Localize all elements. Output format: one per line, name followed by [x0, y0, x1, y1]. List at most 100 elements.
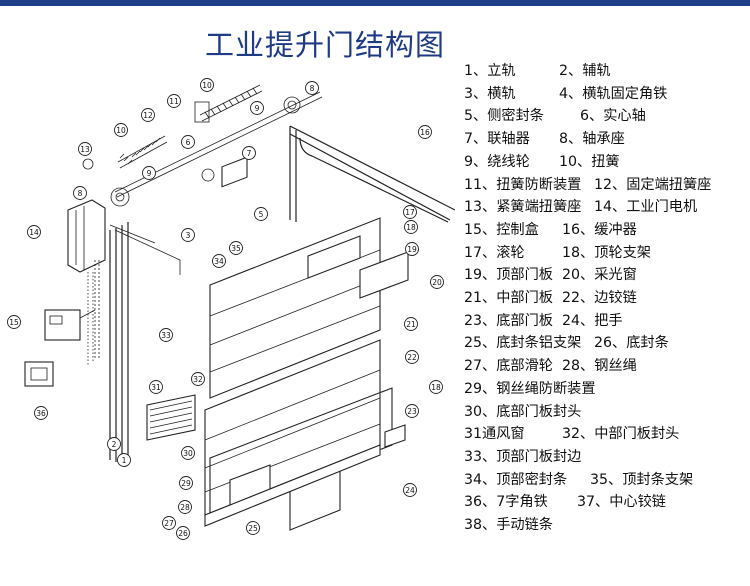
callout-circle: [181, 446, 195, 460]
callout-circle: [107, 437, 121, 451]
legend-item: 19、顶部门板: [464, 267, 553, 284]
legend-item: 12、固定端扭簧座: [594, 176, 712, 193]
legend-item: 11、扭簧防断装置: [464, 176, 582, 193]
legend-item: 35、顶封条支架: [590, 471, 694, 488]
callout-label: 22: [407, 353, 417, 362]
callout-label: 2: [112, 440, 117, 449]
top-banner-bar: [0, 0, 750, 6]
legend-item: 10、扭簧: [559, 153, 620, 170]
callout-label: 32: [193, 375, 203, 384]
callout-circle: [404, 220, 418, 234]
callout-label: 20: [432, 278, 442, 287]
callout-circle: [117, 453, 131, 467]
legend-item: 29、钢丝绳防断装置: [464, 380, 596, 397]
legend-item: 6、实心轴: [580, 108, 646, 125]
legend-item: 4、横轨固定角铁: [559, 85, 668, 102]
callout-circle: [242, 146, 256, 160]
callout-circle: [78, 142, 92, 156]
callout-circle: [404, 317, 418, 331]
callout-circle: [167, 94, 181, 108]
legend-item: 32、中部门板封头: [562, 426, 680, 443]
callout-label: 28: [180, 503, 190, 512]
legend-item: 14、工业门电机: [594, 199, 698, 216]
callout-circle: [162, 516, 176, 530]
motor-assembly: [67, 199, 106, 360]
callout-label: 15: [9, 318, 19, 327]
callout-label: 34: [214, 257, 224, 266]
legend-row: 38、手动链条: [462, 514, 750, 536]
callout-label: 9: [147, 169, 152, 178]
callout-circle: [405, 242, 419, 256]
legend-item: 34、顶部密封条: [464, 471, 568, 488]
callout-label: 7: [247, 149, 252, 158]
legend-item: 15、控制盒: [464, 221, 539, 238]
callout-circle: [181, 228, 195, 242]
callout-label: 13: [80, 145, 90, 154]
legend-row: 30、底部门板封头: [462, 401, 750, 423]
legend-item: 36、7字角铁: [464, 494, 548, 511]
callout-circle: [179, 476, 193, 490]
callout-circle: [200, 78, 214, 92]
callout-label: 31: [151, 383, 161, 392]
legend-item: 21、中部门板: [464, 290, 553, 306]
legend-item: 23、底部门板: [464, 312, 553, 329]
control-box: [24, 309, 96, 387]
legend-row: 11、扭簧防断装置 12、固定端扭簧座: [462, 174, 750, 196]
callout-circle: [176, 526, 190, 540]
callout-label: 12: [143, 111, 153, 120]
legend-item: 3、横轨: [464, 85, 516, 102]
legend-item: 2、辅轨: [559, 63, 611, 79]
callout-circle: [181, 135, 195, 149]
callout-label: 11: [169, 97, 179, 106]
callout-label: 26: [178, 529, 188, 538]
callout-circle: [191, 372, 205, 386]
horizontal-track: [289, 125, 455, 223]
legend-item: 17、滚轮: [464, 244, 525, 261]
legend-row: 33、顶部门板封边: [462, 446, 750, 468]
callout-label: 1: [122, 456, 127, 465]
vent-window: [146, 394, 196, 441]
torsion-spring-shaft: [82, 84, 323, 207]
callout-label: 24: [405, 486, 415, 495]
callout-label: 21: [406, 320, 416, 329]
callout-circle: [254, 207, 268, 221]
callout-label: 16: [420, 128, 430, 137]
manual-chain: [87, 272, 94, 365]
callout-circle: [149, 380, 163, 394]
legend-item: 26、底封条: [594, 335, 669, 352]
callout-label: 9: [255, 104, 260, 113]
door-structure-diagram: 10 8 11 9 12 10 13 6 7 9 8 16 5 3 14 35 …: [7, 78, 455, 540]
callout-label: 19: [407, 245, 417, 254]
callout-label: 23: [407, 407, 417, 416]
callout-label: 33: [161, 331, 171, 340]
callout-circle: [246, 521, 260, 535]
callout-circle: [405, 350, 419, 364]
legend-item: 24、把手: [562, 312, 623, 329]
callout-label: 35: [231, 244, 241, 253]
part-callouts: 10 8 11 9 12 10 13 6 7 9 8 16 5 3 14 35 …: [7, 78, 444, 540]
callout-circle: [229, 241, 243, 255]
legend-item: 33、顶部门板封边: [464, 448, 582, 465]
callout-label: 18: [431, 383, 441, 392]
legend-item: 20、采光窗: [562, 267, 637, 284]
legend-row: 29、钢丝绳防断装置: [462, 378, 750, 400]
callout-circle: [142, 166, 156, 180]
callout-label: 14: [29, 228, 39, 237]
legend-item: 30、底部门板封头: [464, 403, 582, 420]
legend-row: 34、顶部密封条 35、顶封条支架: [462, 469, 750, 491]
callout-circle: [429, 380, 443, 394]
legend-item: 8、轴承座: [559, 131, 625, 148]
callout-label: 29: [181, 479, 191, 488]
callout-label: 18: [406, 223, 416, 232]
callout-label: 27: [164, 519, 174, 528]
callout-label: 10: [202, 81, 212, 90]
callout-label: 30: [183, 449, 193, 458]
